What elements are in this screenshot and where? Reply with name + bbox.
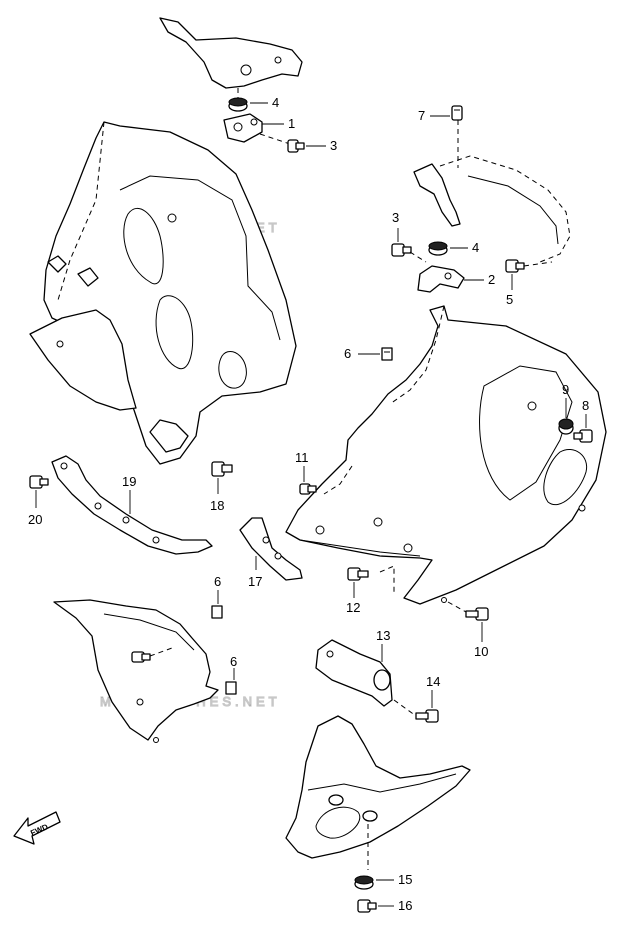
callout-6-upper: 6 — [344, 346, 351, 361]
callout-11: 11 — [295, 450, 309, 465]
callout-1: 1 — [288, 116, 295, 131]
bracket-1 — [223, 113, 263, 143]
bolt-10 — [465, 607, 489, 621]
callout-6-lower-b: 6 — [230, 654, 237, 669]
bolt-5 — [505, 259, 525, 273]
callout-13: 13 — [376, 628, 390, 643]
stay-19 — [51, 455, 213, 555]
grommet-4-top — [228, 97, 248, 112]
callout-18: 18 — [210, 498, 224, 513]
screw-11 — [299, 483, 317, 495]
callout-3-right: 3 — [392, 210, 399, 225]
callout-19: 19 — [122, 474, 136, 489]
bolt-14 — [415, 709, 439, 723]
grommet-9 — [558, 418, 574, 435]
callout-4-right: 4 — [472, 240, 479, 255]
bolt-3-top — [287, 139, 305, 153]
callout-5: 5 — [506, 292, 513, 307]
bracket-13 — [315, 639, 393, 707]
grommet-4-right — [428, 241, 448, 256]
lower-belly-cowl — [285, 715, 471, 859]
bolt-left-cowl — [131, 651, 151, 663]
right-upper-stay — [413, 120, 571, 263]
clip-6-lower-b — [225, 681, 237, 695]
bolt-18 — [211, 461, 233, 477]
screw-8 — [573, 429, 593, 443]
left-fairing-fin — [29, 309, 137, 411]
screw-7 — [451, 105, 463, 121]
bolt-12 — [347, 567, 369, 581]
left-inner-fairing-panel — [43, 121, 297, 465]
callout-6-lower-a: 6 — [214, 574, 221, 589]
right-main-fairing — [285, 305, 607, 605]
callout-12: 12 — [346, 600, 360, 615]
left-lower-cowl — [53, 599, 219, 743]
callout-16: 16 — [398, 898, 412, 913]
upper-bracket-cover — [159, 17, 303, 100]
callout-17: 17 — [248, 574, 262, 589]
callout-10: 10 — [474, 644, 488, 659]
callout-15: 15 — [398, 872, 412, 887]
callout-8: 8 — [582, 398, 589, 413]
callout-7: 7 — [418, 108, 425, 123]
grommet-15 — [354, 875, 374, 890]
clip-6-lower-a — [211, 605, 223, 619]
bracket-17 — [239, 517, 303, 581]
bracket-2 — [417, 265, 465, 293]
callout-3-top: 3 — [330, 138, 337, 153]
bolt-20 — [29, 475, 49, 489]
callout-9: 9 — [562, 382, 569, 397]
bolt-16 — [357, 899, 377, 913]
callout-14: 14 — [426, 674, 440, 689]
callout-20: 20 — [28, 512, 42, 527]
callout-2: 2 — [488, 272, 495, 287]
bolt-3-right — [391, 243, 412, 257]
callout-4-top: 4 — [272, 95, 279, 110]
fwd-arrow-icon — [13, 811, 61, 845]
clip-6-upper — [381, 347, 393, 361]
